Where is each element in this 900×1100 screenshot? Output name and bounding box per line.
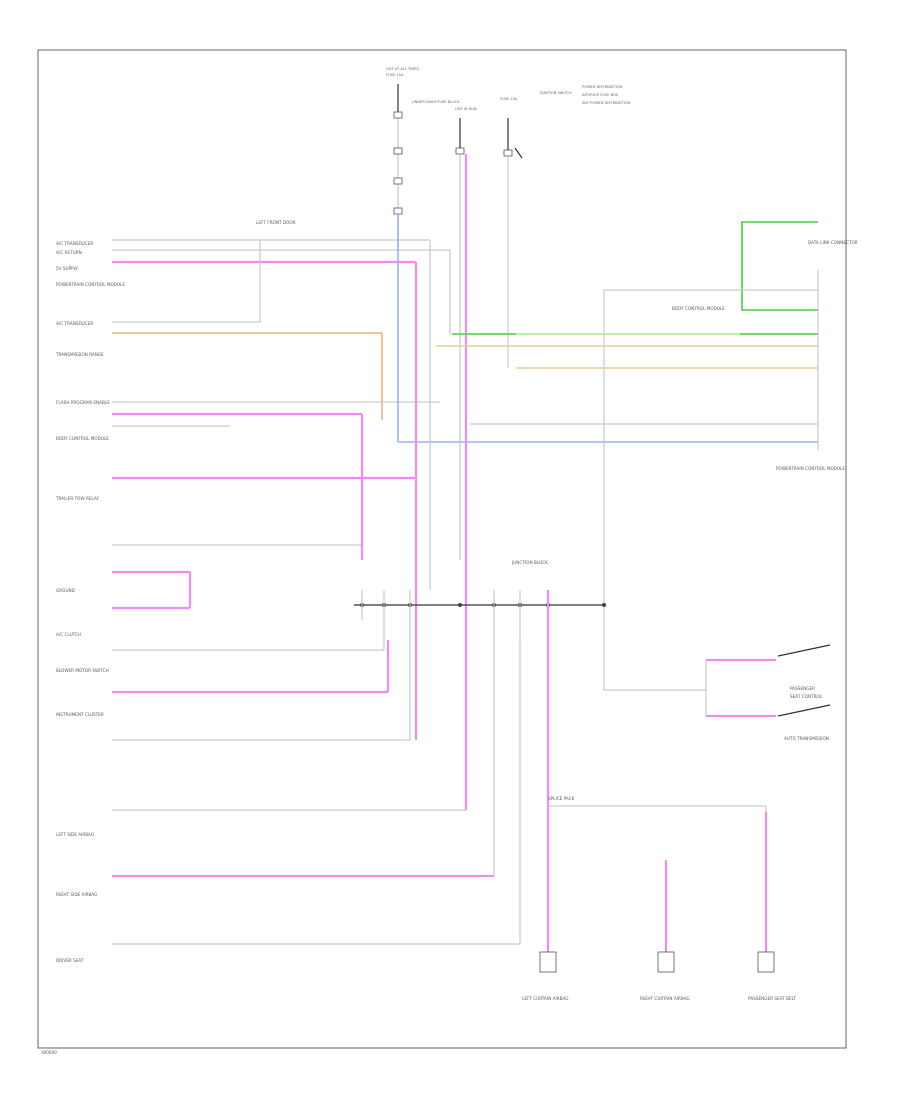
label-auto-transmission: AUTO TRANSMISSION (784, 736, 829, 741)
right-bus: DATA LINK CONNECTOR BODY CONTROL MODULE … (436, 221, 858, 741)
label-ac-clutch: A/C CLUTCH (56, 632, 81, 637)
top-label-fuse: FUSE 15A (386, 73, 404, 77)
label-trailer-tow: TRAILER TOW RELAY (55, 496, 99, 501)
top-label-ignition: IGNITION SWITCH (540, 91, 572, 95)
top-label-hot: HOT AT ALL TIMES (386, 67, 420, 71)
diagram-frame (37, 49, 847, 1049)
label-5v-supply: 5V SUPPLY (56, 266, 78, 271)
top-label-power-dist: POWER DISTRIBUTION (582, 85, 622, 89)
label-ground: GROUND (56, 588, 75, 593)
label-right-pcm: POWERTRAIN CONTROL MODULE (776, 466, 845, 471)
top-label-interior: INTERIOR FUSE BOX (582, 93, 619, 97)
label-dlc: DATA LINK CONNECTOR (808, 240, 858, 245)
trunk-wires (360, 154, 818, 944)
top-label-under-dash: UNDER DASH FUSE BLOCK (412, 100, 460, 104)
top-label-hot-run: HOT IN RUN (455, 107, 477, 111)
left-wires (112, 239, 520, 945)
label-junction-block: JUNCTION BLOCK (511, 560, 548, 565)
label-left-front-door: LEFT FRONT DOOR (256, 220, 296, 225)
bottom-components: SPLICE PACK LEFT CURTAIN AIRBAG RIGHT CU… (522, 796, 796, 1001)
label-transmission-range: TRANSMISSION RANGE (55, 352, 104, 357)
left-components: LEFT FRONT DOOR A/C TRANSDUCER A/C RETUR… (55, 220, 296, 963)
label-ac-return: A/C RETURN (56, 250, 82, 255)
label-ac-transducer-a: A/C TRANSDUCER (56, 241, 93, 246)
label-splice-pack: SPLICE PACK (548, 796, 575, 801)
top-label-see-power: SEE POWER DISTRIBUTION (582, 101, 630, 105)
label-right-curtain: RIGHT CURTAIN AIRBAG (640, 996, 690, 1001)
label-passenger-belt: PASSENGER SEAT BELT (748, 996, 796, 1001)
top-fuse-section: HOT AT ALL TIMES FUSE 15A UNDER DASH FUS… (386, 67, 630, 368)
label-passenger: PASSENGER (790, 686, 815, 691)
label-ac-transducer-b: A/C TRANSDUCER (56, 321, 93, 326)
label-left-side-airbag: LEFT SIDE AIRBAG (56, 832, 94, 837)
top-label-fuse-b: FUSE 10A (500, 97, 518, 101)
label-right-bcm: BODY CONTROL MODULE (672, 306, 725, 311)
label-flash-program: FLASH PROGRAM ENABLE (56, 400, 110, 405)
label-pcm: POWERTRAIN CONTROL MODULE (56, 282, 125, 287)
label-instrument-cluster: INSTRUMENT CLUSTER (56, 712, 104, 717)
label-right-side-airbag: RIGHT SIDE AIRBAG (56, 892, 97, 897)
junction-block: JUNCTION BLOCK (354, 560, 606, 960)
label-seat-control: SEAT CONTROL (790, 694, 823, 699)
label-driver-seat: DRIVER SEAT (56, 958, 84, 963)
passenger-switch (604, 644, 831, 718)
label-bcm: BODY CONTROL MODULE (56, 436, 109, 441)
footer-code: W0000 (42, 1050, 57, 1055)
label-left-curtain: LEFT CURTAIN AIRBAG (522, 996, 569, 1001)
label-blower-switch: BLOWER MOTOR SWITCH (56, 668, 109, 673)
